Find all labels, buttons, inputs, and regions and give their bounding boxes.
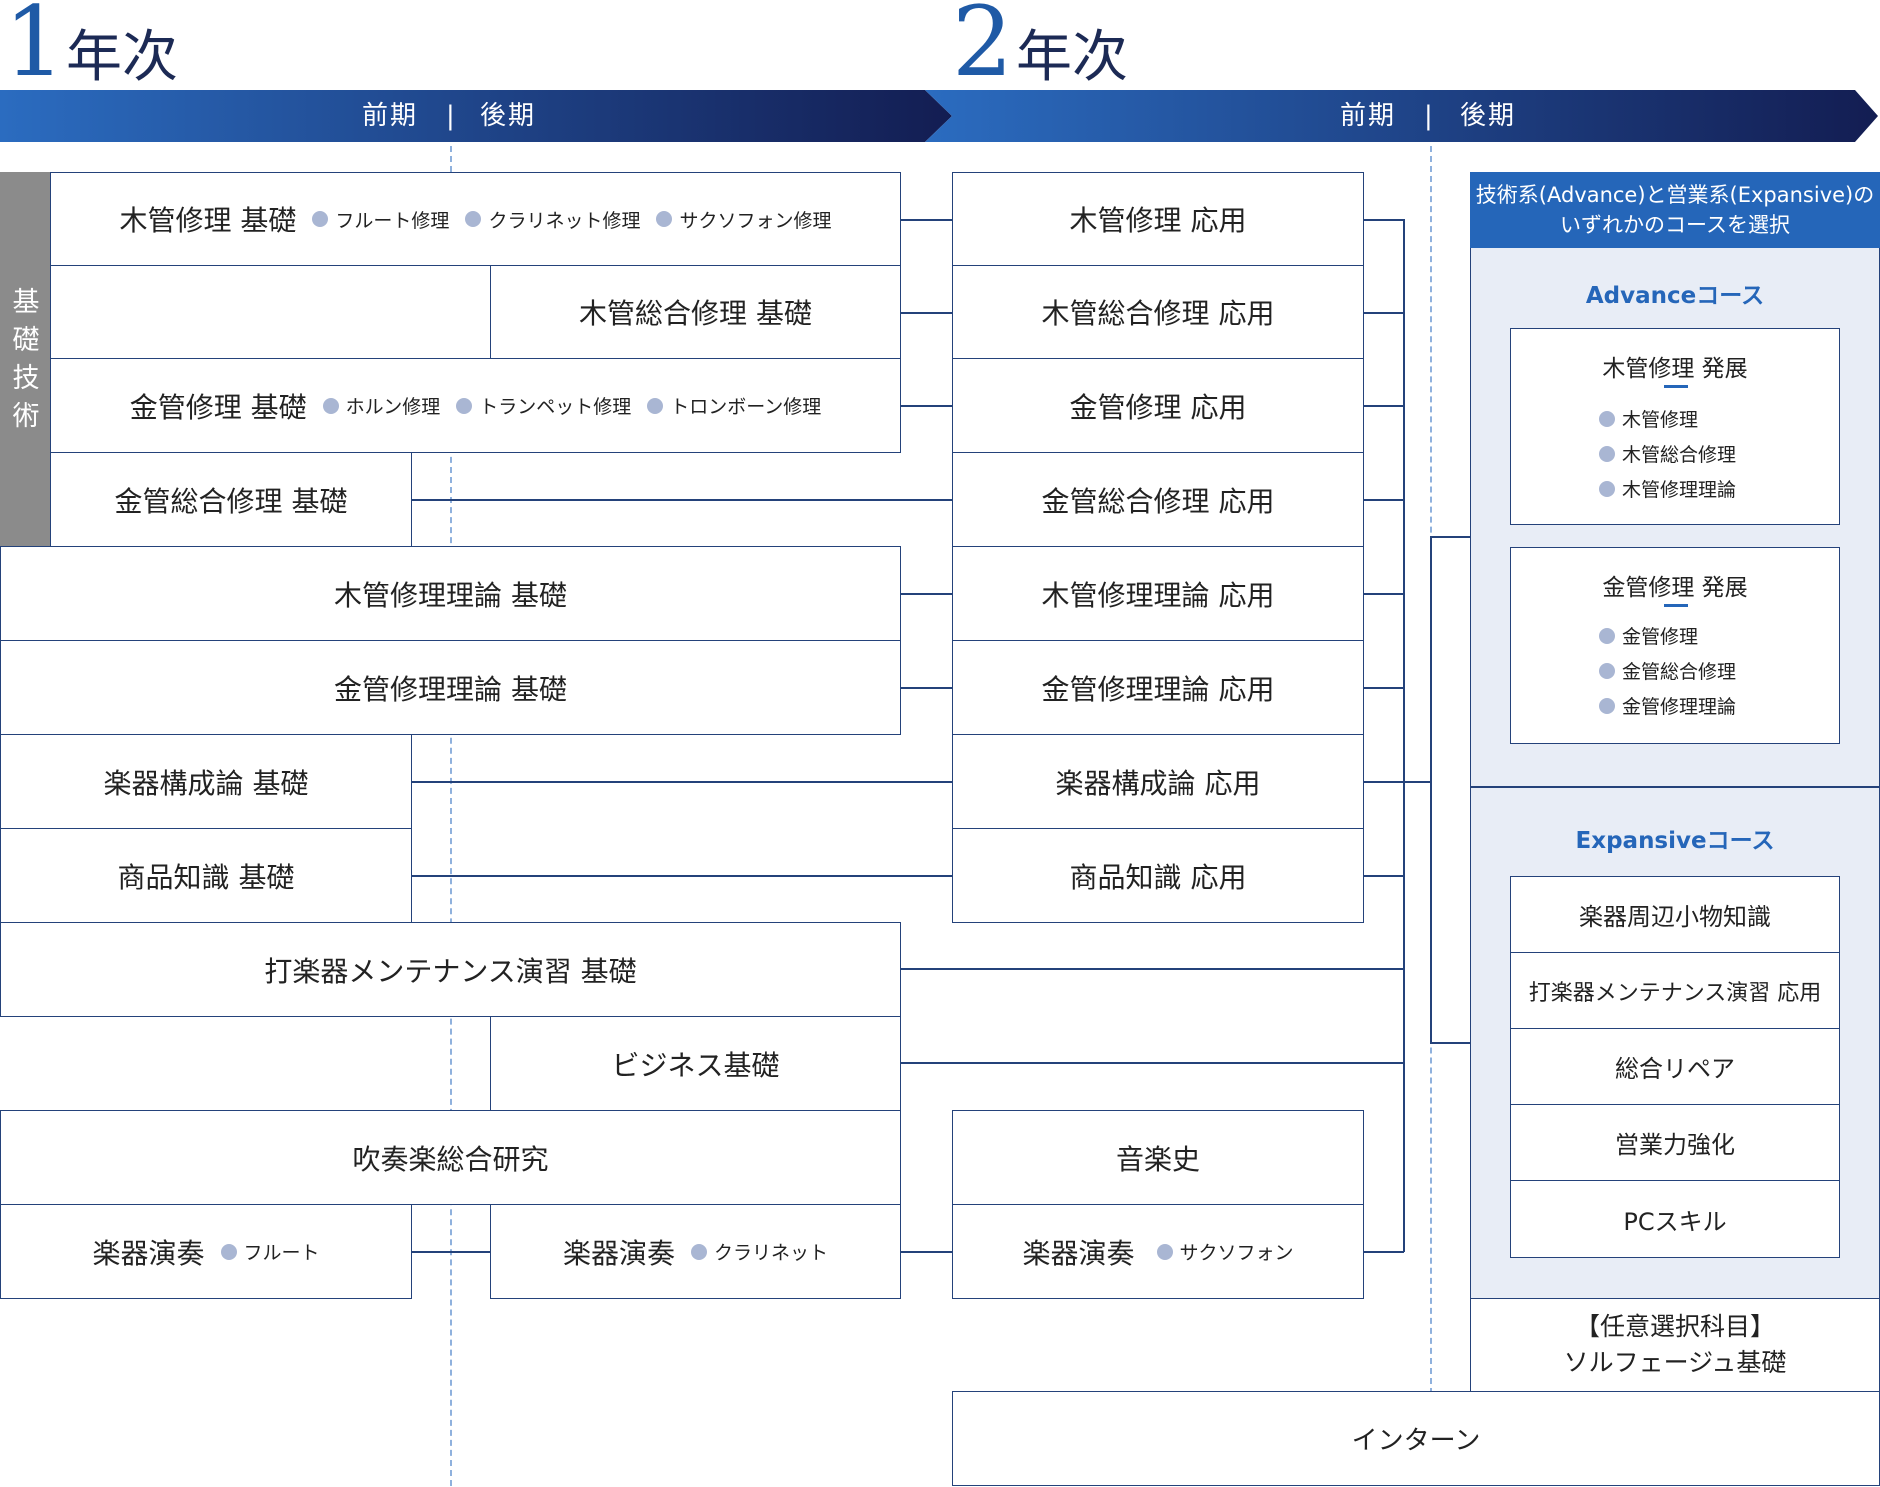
connector bbox=[901, 687, 952, 689]
connector bbox=[1364, 499, 1404, 501]
advance-course-title: Advanceコース bbox=[1585, 283, 1765, 309]
connector bbox=[901, 1251, 952, 1253]
year2-band-separator: | bbox=[1424, 101, 1435, 131]
connector bbox=[901, 593, 952, 595]
year2-number: 2 bbox=[952, 0, 1014, 98]
bullet-icon bbox=[465, 211, 482, 227]
year2-first-half: 前期 bbox=[1340, 101, 1397, 131]
y1-mokkan-box: 木管修理 基礎 フルート修理 クラリネット修理 サクソフォン修理 bbox=[50, 172, 901, 266]
course-panel-header: 技術系(Advance)と営業系(Expansive)の いずれかのコースを選択 bbox=[1470, 172, 1880, 248]
y1-kinkan-riron-box: 金管修理理論 基礎 bbox=[0, 640, 901, 735]
year1-band-separator: | bbox=[446, 101, 457, 131]
advance-mokkan-title: 木管修理 発展 bbox=[1602, 356, 1748, 382]
elective-label: 【任意選択科目】 bbox=[1574, 1312, 1775, 1341]
year1-first-half: 前期 bbox=[362, 101, 419, 131]
y2-shohin-box: 商品知識 応用 bbox=[952, 828, 1364, 923]
y2-mokkan-sogo-box: 木管総合修理 応用 bbox=[952, 265, 1364, 359]
bullet-icon bbox=[1599, 662, 1615, 679]
y2-kinkan-sogo-box: 金管総合修理 応用 bbox=[952, 452, 1364, 547]
connector bbox=[1430, 536, 1470, 538]
year2-label: 年次 bbox=[1016, 25, 1128, 90]
y1-suisogaku-box: 吹奏楽総合研究 bbox=[0, 1110, 901, 1205]
connector bbox=[901, 968, 1404, 970]
year1-band-arrow bbox=[0, 90, 952, 142]
bullet-icon bbox=[647, 397, 664, 414]
timeline-band bbox=[0, 90, 1878, 142]
y2-gakki-kosei-box: 楽器構成論 応用 bbox=[952, 734, 1364, 829]
y1-mokkan-riron-box: 木管修理理論 基礎 bbox=[0, 546, 901, 641]
advance-kinkan-box: 金管修理 発展 金管修理 金管総合修理 金管修理理論 bbox=[1510, 547, 1840, 744]
y2-kinkan-riron-box: 金管修理理論 応用 bbox=[952, 640, 1364, 735]
y1-gakki-kosei-box: 楽器構成論 基礎 bbox=[0, 734, 412, 829]
bullet-icon bbox=[322, 397, 339, 414]
expansive-item: 打楽器メンテナンス演習 応用 bbox=[1510, 952, 1840, 1029]
connector bbox=[1364, 687, 1404, 689]
bullet-icon bbox=[691, 1243, 707, 1260]
connector bbox=[1364, 781, 1404, 783]
connector bbox=[1364, 312, 1404, 314]
connector bbox=[1430, 536, 1432, 1042]
expansive-item: 総合リペア bbox=[1510, 1028, 1840, 1105]
bullet-icon bbox=[1156, 1243, 1173, 1260]
connector bbox=[901, 1062, 1404, 1064]
expansive-item: PCスキル bbox=[1510, 1180, 1840, 1258]
advance-mokkan-box: 木管修理 発展 木管修理 木管総合修理 木管修理理論 bbox=[1510, 328, 1840, 525]
y2-kinkan-box: 金管修理 応用 bbox=[952, 358, 1364, 453]
year1-second-half: 後期 bbox=[480, 101, 537, 131]
y2-mokkan-riron-box: 木管修理理論 応用 bbox=[952, 546, 1364, 641]
year1-number: 1 bbox=[4, 0, 66, 98]
bullet-icon bbox=[1599, 480, 1615, 497]
connector bbox=[901, 219, 952, 221]
expansive-course-title: Expansiveコース bbox=[1575, 828, 1775, 854]
y1-kinkan-sogo-box: 金管総合修理 基礎 bbox=[50, 452, 412, 547]
bullet-icon bbox=[1599, 627, 1615, 644]
y1-ensou-clarinet-box: 楽器演奏 クラリネット bbox=[490, 1204, 901, 1299]
connector bbox=[1364, 593, 1404, 595]
connector bbox=[412, 781, 952, 783]
elective-box: 【任意選択科目】 ソルフェージュ基礎 bbox=[1470, 1298, 1880, 1392]
connector bbox=[412, 1251, 490, 1253]
bullet-icon bbox=[456, 397, 473, 414]
y1-blank-box bbox=[50, 265, 492, 359]
connector bbox=[412, 875, 952, 877]
elective-subject: ソルフェージュ基礎 bbox=[1563, 1348, 1787, 1377]
y1-mokkan-sogo-box: 木管総合修理 基礎 bbox=[490, 265, 901, 359]
y1-business-box: ビジネス基礎 bbox=[490, 1016, 901, 1111]
year1-label: 年次 bbox=[66, 25, 178, 90]
y1-dagakki-box: 打楽器メンテナンス演習 基礎 bbox=[0, 922, 901, 1017]
advance-kinkan-title: 金管修理 発展 bbox=[1602, 575, 1748, 601]
y2-mokkan-box: 木管修理 応用 bbox=[952, 172, 1364, 266]
y1-shohin-box: 商品知識 基礎 bbox=[0, 828, 412, 923]
connector bbox=[1364, 1251, 1404, 1253]
y1-ensou-flute-box: 楽器演奏 フルート bbox=[0, 1204, 412, 1299]
connector bbox=[901, 312, 952, 314]
bullet-icon bbox=[656, 211, 673, 227]
bullet-icon bbox=[220, 1243, 237, 1260]
expansive-item: 楽器周辺小物知識 bbox=[1510, 876, 1840, 953]
bullet-icon bbox=[312, 211, 329, 227]
bullet-icon bbox=[1599, 410, 1615, 427]
bullet-icon bbox=[1599, 445, 1615, 462]
connector bbox=[1404, 781, 1430, 783]
connector bbox=[1364, 219, 1404, 221]
course-divider bbox=[1470, 786, 1880, 788]
year2-band-arrow bbox=[925, 90, 1878, 142]
connector bbox=[412, 499, 952, 501]
connector bbox=[1364, 875, 1404, 877]
year1-half-divider bbox=[450, 146, 452, 1486]
internship-box: インターン bbox=[952, 1391, 1880, 1486]
y1-kinkan-box: 金管修理 基礎 ホルン修理 トランペット修理 トロンボーン修理 bbox=[50, 358, 901, 453]
connector bbox=[1430, 1042, 1470, 1044]
expansive-item: 営業力強化 bbox=[1510, 1104, 1840, 1181]
y2-ongakushi-box: 音楽史 bbox=[952, 1110, 1364, 1205]
year2-second-half: 後期 bbox=[1460, 101, 1517, 131]
connector bbox=[1403, 219, 1405, 1252]
bullet-icon bbox=[1599, 697, 1615, 714]
y2-ensou-sax-box: 楽器演奏 サクソフォン bbox=[952, 1204, 1364, 1299]
basic-skills-label: 基礎技術 bbox=[0, 172, 52, 547]
connector bbox=[901, 405, 952, 407]
connector bbox=[1364, 405, 1404, 407]
